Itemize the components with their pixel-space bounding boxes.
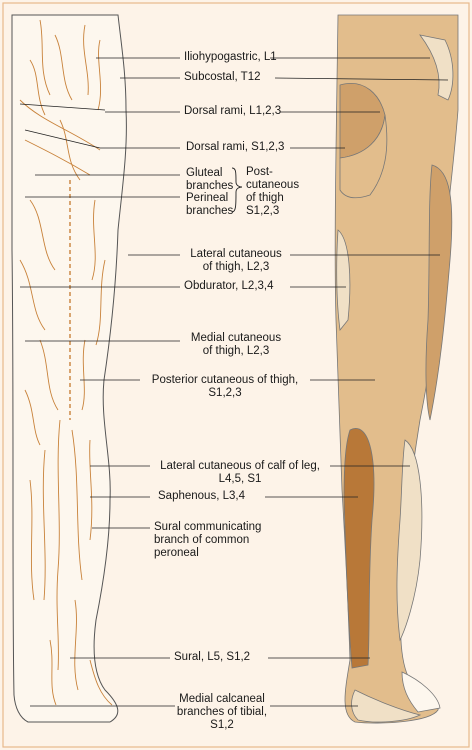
leader-lines (19, 57, 449, 707)
label-obdurator: Obdurator, L2,3,4 (184, 280, 274, 292)
dorsal-s-region (339, 114, 388, 199)
right-leg (334, 14, 459, 724)
label-perineal: Perineal branches (186, 192, 234, 217)
nerve-branches (19, 19, 113, 706)
foot-region (401, 671, 441, 713)
label-medial-thigh: Medial cutaneous of thigh, L2,3 (190, 332, 282, 357)
label-medial-calcaneal: Medial calcaneal branches of tibial, S1,… (176, 693, 268, 731)
label-lateral-thigh: Lateral cutaneous of thigh, L2,3 (190, 248, 282, 273)
saphenous-region (343, 428, 375, 669)
left-leg-outline (11, 14, 127, 723)
label-gluteal: Gluteal branches (186, 167, 234, 192)
label-sural: Sural, L5, S1,2 (174, 651, 251, 663)
label-iliohypogastric: Iliohypogastric, L1 (184, 51, 277, 63)
label-post-cutaneous: Post- cutaneous of thigh S1,2,3 (246, 166, 300, 217)
lateral-calf-region (396, 439, 423, 642)
label-saphenous: Saphenous, L3,4 (158, 490, 245, 502)
left-leg (11, 14, 127, 723)
label-lateral-calf: Lateral cutaneous of calf of leg, L4,5, … (160, 460, 320, 485)
label-dorsal-rami-sacral: Dorsal rami, S1,2,3 (186, 141, 285, 153)
heel-region (351, 689, 422, 723)
lateral-thigh-region (425, 164, 453, 421)
subcostal-region (419, 34, 454, 101)
label-dorsal-rami-lumbar: Dorsal rami, L1,2,3 (184, 105, 282, 117)
label-subcostal: Subcostal, T12 (184, 71, 261, 83)
label-posterior-thigh: Posterior cutaneous of thigh, S1,2,3 (151, 374, 299, 399)
label-sural-communicating: Sural communicating branch of common per… (154, 521, 262, 559)
post-cutaneous-brace (231, 167, 243, 213)
